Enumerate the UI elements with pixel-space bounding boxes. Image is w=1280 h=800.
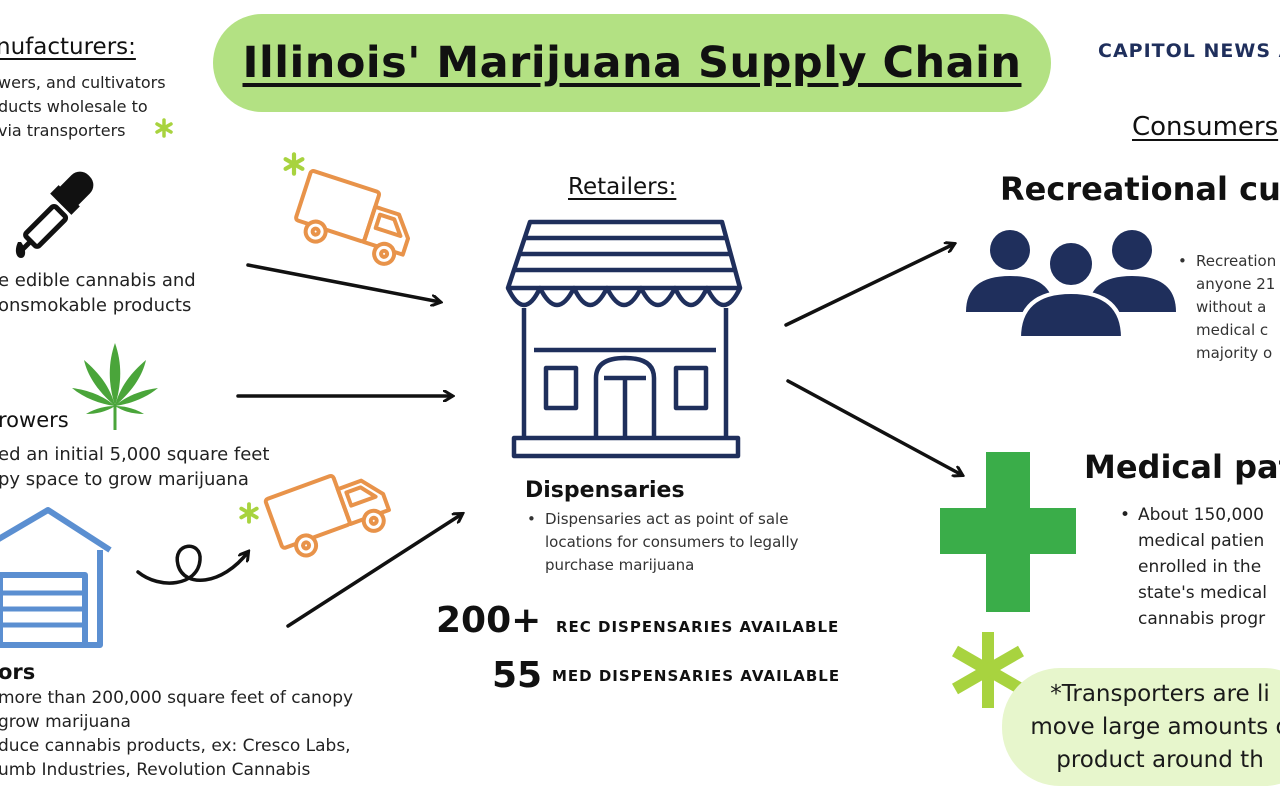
cultivators-desc-3: duce cannabis products, ex: Cresco Labs, (0, 736, 351, 756)
transporters-note-bubble (1002, 668, 1280, 786)
growers-desc-2: py space to grow marijuana (0, 469, 249, 490)
medical-desc-4: state's medical (1138, 583, 1268, 603)
title-pill (213, 14, 1051, 112)
transporters-note-line-2: move large amounts o (1030, 714, 1280, 740)
warehouse-icon (0, 507, 112, 648)
recreational-desc-5: majority o (1196, 344, 1273, 362)
transporters-note: *Transporters are li move large amounts … (1010, 678, 1280, 777)
retailers-heading: Retailers: (568, 174, 677, 200)
rec-dispensaries-label: REC DISPENSARIES AVAILABLE (556, 618, 840, 636)
recreational-desc: •Recreation anyone 21 without a medical … (1178, 250, 1276, 365)
dispensaries-desc-3: purchase marijuana (545, 556, 695, 574)
infusers-desc-2: onsmokable products (0, 295, 192, 316)
consumers-heading: Consumers (1132, 112, 1279, 142)
cannabis-leaf-icon (72, 343, 158, 430)
manufacturers-desc-2: ducts wholesale to (0, 97, 148, 116)
dispensaries-desc-1: •Dispensaries act as point of sale (527, 510, 789, 528)
asterisk-icon (283, 152, 305, 176)
med-dispensaries-label: MED DISPENSARIES AVAILABLE (552, 667, 841, 685)
manufacturers-heading: nufacturers: (0, 34, 136, 60)
cultivators-heading: ors (0, 660, 36, 684)
infusers-desc-1: e edible cannabis and (0, 270, 196, 291)
recreational-desc-3: without a (1196, 298, 1267, 316)
transporters-note-line-3: product around th (1056, 747, 1264, 773)
medical-desc-2: medical patien (1138, 531, 1265, 551)
medical-desc: •About 150,000 medical patien enrolled i… (1120, 502, 1267, 632)
cultivators-desc-2: grow marijuana (0, 712, 131, 732)
dropper-icon (15, 171, 94, 258)
recreational-desc-1: •Recreation (1178, 252, 1277, 270)
cultivators-desc-1: more than 200,000 square feet of canopy (0, 688, 354, 708)
manufacturers-desc-1: wers, and cultivators (0, 73, 166, 92)
dispensaries-heading: Dispensaries (525, 478, 685, 503)
medical-cross-icon (940, 452, 1076, 612)
cultivators-desc-4: umb Industries, Revolution Cannabis (0, 760, 311, 780)
truck-icon (294, 169, 411, 266)
growers-desc-1: ed an initial 5,000 square feet (0, 444, 270, 465)
medical-desc-3: enrolled in the (1138, 557, 1262, 577)
page-title: Illinois' Marijuana Supply Chain (242, 38, 1022, 88)
transporters-note-line-1: *Transporters are li (1050, 681, 1270, 707)
dispensaries-desc-2: locations for consumers to legally (545, 533, 799, 551)
manufacturers-desc-3: via transporters (0, 121, 126, 140)
store-icon (505, 219, 743, 459)
dispensaries-desc: •Dispensaries act as point of sale locat… (527, 508, 857, 577)
medical-desc-5: cannabis progr (1138, 609, 1266, 629)
asterisk-icon (155, 118, 173, 138)
brand-logo-text: CAPITOL NEWS A (1098, 40, 1280, 62)
people-icon (966, 230, 1176, 340)
asterisk-icon (239, 502, 259, 524)
med-dispensaries-count: 55 (492, 655, 543, 696)
recreational-desc-4: medical c (1196, 321, 1269, 339)
truck-icon (263, 473, 391, 558)
recreational-heading: Recreational cus (1000, 170, 1280, 208)
growers-heading: rowers (0, 408, 69, 432)
medical-heading: Medical pat (1084, 448, 1280, 486)
asterisk-icon (952, 632, 1024, 708)
medical-desc-1: •About 150,000 (1120, 505, 1264, 525)
rec-dispensaries-count: 200+ (436, 600, 542, 641)
recreational-desc-2: anyone 21 (1196, 275, 1276, 293)
